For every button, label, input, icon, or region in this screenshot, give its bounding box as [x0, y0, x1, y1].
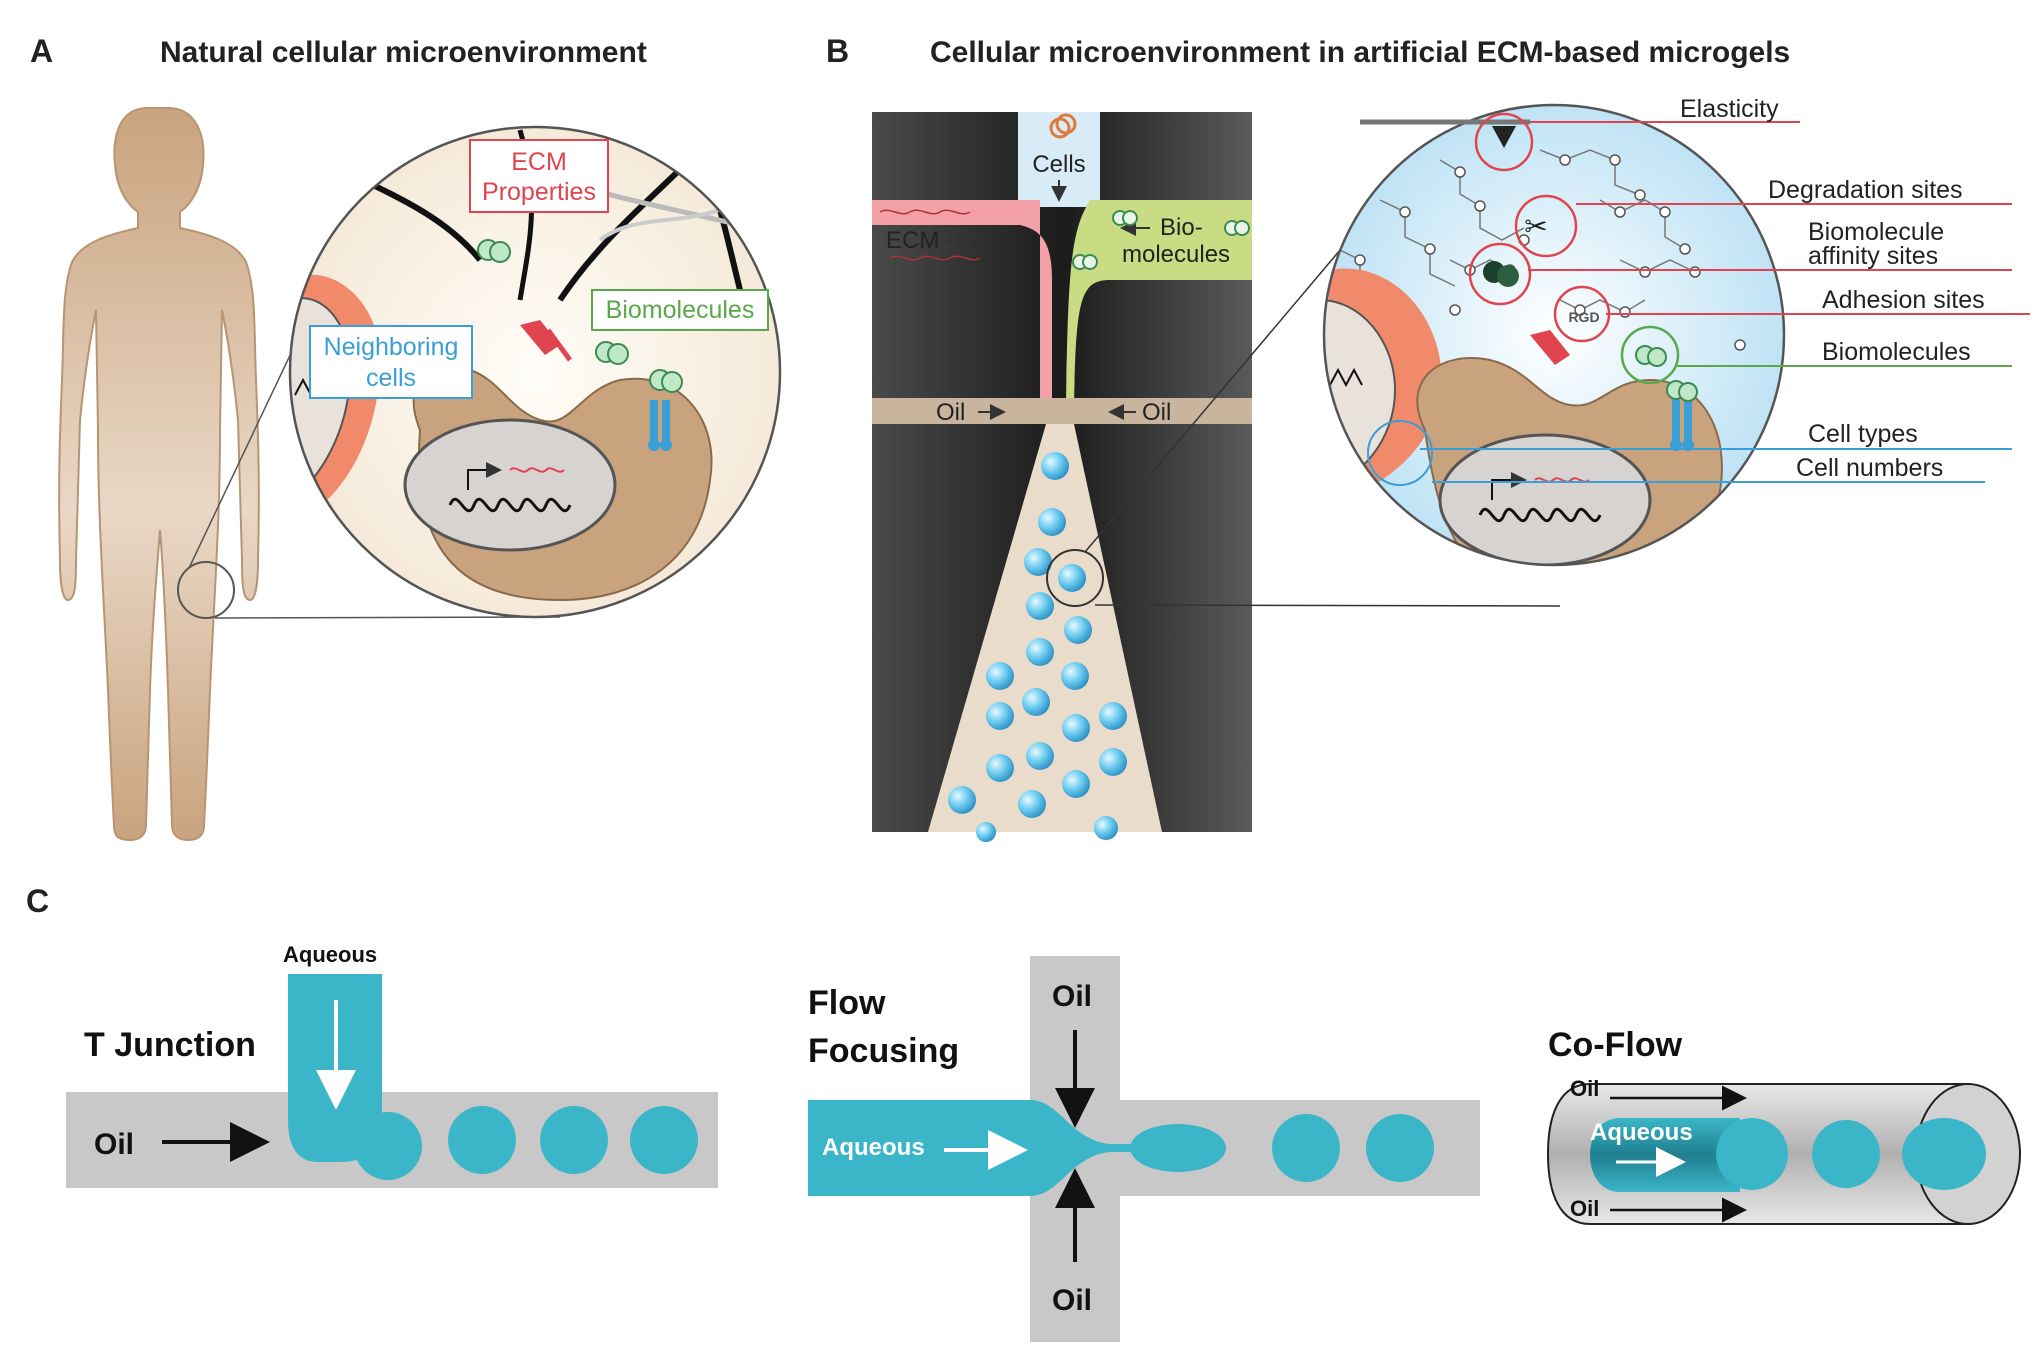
co-flow-oil-top-label: Oil	[1570, 1076, 1599, 1101]
affinity-label-line2: affinity sites	[1808, 242, 1938, 270]
ecm-label-box	[469, 139, 609, 213]
flow-focusing-diagram: Flow Focusing Aqueous Oil Oil	[808, 956, 1480, 1342]
neighboring-label-line1: Neighboring	[324, 333, 459, 361]
biomolecule-pair	[649, 369, 683, 393]
biomolecule-pair	[477, 239, 511, 263]
cell-types-label: Cell types	[1808, 420, 1918, 448]
t-junction-aqueous-label: Aqueous	[283, 942, 377, 967]
affinity-label-line1: Biomolecule	[1808, 218, 1944, 246]
flow-focusing-oil-bottom-label: Oil	[1052, 1284, 1092, 1317]
flow-focusing-title-line2: Focusing	[808, 1032, 959, 1070]
oil-right-label: Oil	[1142, 399, 1171, 426]
panel-a: A Natural cellular microenvironment	[30, 33, 782, 842]
flow-focusing-aqueous-label: Aqueous	[822, 1134, 925, 1161]
oil-left-label: Oil	[936, 399, 965, 426]
zoom-source-circle-a	[177, 561, 235, 619]
panel-a-title: Natural cellular microenvironment	[160, 36, 647, 69]
panel-b-title: Cellular microenvironment in artificial …	[930, 36, 1790, 69]
flow-focusing-oil-top-label: Oil	[1052, 980, 1092, 1013]
degradation-label: Degradation sites	[1768, 176, 1963, 204]
transcription-arrow	[467, 462, 502, 490]
cell-numbers-label: Cell numbers	[1796, 454, 1943, 482]
biomolecules-label-a: Biomolecules	[606, 296, 755, 324]
rgd-label: RGD	[1568, 309, 1599, 325]
biomolecules-label-b: Biomolecules	[1822, 338, 1971, 366]
elasticity-label: Elasticity	[1680, 95, 1779, 123]
bio-chip-label-line2: molecules	[1122, 241, 1230, 268]
microfluidic-chip: Cells ECM Bio- molecules Oil Oil	[872, 112, 1252, 842]
panel-b-letter: B	[826, 33, 849, 69]
zoom-line-b-bottom	[1094, 604, 1561, 607]
panel-c-letter: C	[26, 883, 49, 919]
callout-markers: ✂ RGD	[1360, 112, 1680, 486]
t-junction-oil-label: Oil	[94, 1128, 134, 1161]
zoom-line-a-bottom	[214, 616, 561, 619]
mrna	[509, 467, 565, 473]
cells-label: Cells	[1032, 151, 1085, 178]
panel-b: B Cellular microenvironment in artificia…	[826, 33, 2030, 842]
neighboring-label-box	[309, 325, 473, 399]
panel-a-letter: A	[30, 33, 53, 69]
ecm-label-line1: ECM	[511, 148, 567, 176]
co-flow-title: Co-Flow	[1548, 1026, 1683, 1064]
t-junction-diagram: Aqueous T Junction Oil	[66, 942, 718, 1188]
receptor	[648, 400, 672, 451]
panel-c: C Aqueous T Junction Oil Flow	[26, 883, 2021, 1342]
bio-chip-label-line1: Bio-	[1160, 214, 1203, 241]
integrin	[520, 320, 560, 355]
t-junction-title: T Junction	[84, 1026, 256, 1064]
ecm-chip-label: ECM	[886, 227, 939, 254]
microenvironment-circle-b	[1322, 103, 1786, 567]
biomolecule-pair	[595, 341, 629, 365]
flow-focusing-title-line1: Flow	[808, 984, 886, 1022]
nucleus	[403, 418, 617, 552]
dna-helix	[448, 497, 572, 513]
biomolecules-label-box	[591, 289, 769, 331]
biomolecules-channel	[1066, 200, 1252, 405]
outlet-channel	[928, 424, 1162, 832]
co-flow-diagram: Co-Flow Oil Aqueous Oil	[1546, 1026, 2021, 1225]
microgel-beads	[948, 452, 1127, 842]
neighboring-label-line2: cells	[366, 364, 416, 392]
oil-channel	[872, 398, 1252, 424]
ecm-label-line2: Properties	[482, 178, 596, 206]
zoom-source-circle-b	[1046, 549, 1104, 607]
human-body-silhouette	[58, 107, 260, 842]
co-flow-aqueous-label: Aqueous	[1590, 1119, 1693, 1146]
adhesion-label: Adhesion sites	[1822, 286, 1985, 314]
svg-text:✂: ✂	[1524, 211, 1547, 242]
co-flow-oil-bottom-label: Oil	[1570, 1196, 1599, 1221]
callout-lines	[1420, 121, 2030, 483]
ecm-channel	[872, 200, 1052, 405]
